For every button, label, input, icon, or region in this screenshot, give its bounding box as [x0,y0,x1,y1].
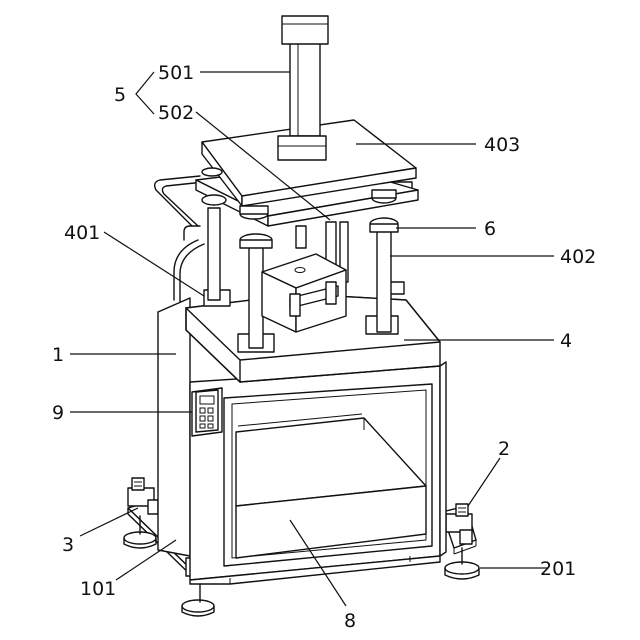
callout-502: 502 [158,102,194,124]
callout-401: 401 [64,222,100,244]
callout-6: 6 [484,218,496,240]
callout-501: 501 [158,62,194,84]
guide-column-back-left [208,208,220,300]
callout-3: 3 [62,534,74,556]
callout-1: 1 [52,344,64,366]
foot-right [445,548,479,579]
callout-5: 5 [114,84,126,106]
callout-403: 403 [484,134,520,156]
callout-402: 402 [560,246,596,268]
callout-201: 201 [540,558,576,580]
foot-left-front [182,584,214,616]
side-pipe [174,226,204,302]
guide-column-front-left [249,244,263,348]
piston-rod [296,226,306,248]
callout-2: 2 [498,438,510,460]
callout-4: 4 [560,330,572,352]
control-box [192,388,222,436]
mold-block [262,254,346,332]
callout-8: 8 [344,610,356,632]
guide-column-front-right [377,228,391,332]
callout-101: 101 [80,578,116,600]
cylinder-body [278,16,328,160]
callout-9: 9 [52,402,64,424]
